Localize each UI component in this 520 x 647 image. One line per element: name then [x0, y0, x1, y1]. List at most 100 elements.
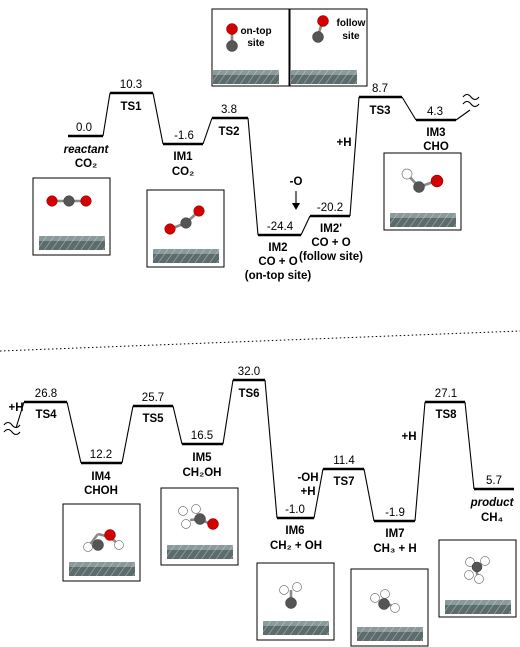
- label-im3: IM3: [426, 127, 445, 139]
- section-divider: [0, 330, 520, 352]
- break-mark-top: [462, 93, 480, 101]
- hydrogen-atom: [279, 585, 289, 595]
- inset-im3: [383, 152, 462, 231]
- annotation-minus-oh: -OH: [297, 472, 318, 484]
- sub-im2p: CO + O: [311, 237, 350, 249]
- inset-im7: [350, 568, 429, 647]
- hydrogen-atom: [464, 570, 474, 580]
- oxygen-atom: [207, 518, 219, 530]
- sub2-im2p: (follow site): [299, 251, 363, 263]
- oxygen-atom: [430, 174, 444, 188]
- bottom-pathway: [3, 378, 514, 523]
- top-pathway: [68, 91, 480, 237]
- label-im7: IM7: [385, 528, 404, 540]
- annotation-minus-o: -O: [290, 176, 303, 188]
- on-top-site-label-1: on-top: [240, 26, 271, 37]
- inset-im4: [62, 503, 141, 582]
- hydrogen-atom: [465, 557, 475, 567]
- carbon-atom: [312, 31, 324, 43]
- on-top-site-label-2: site: [247, 38, 265, 49]
- oxygen-atom: [164, 223, 176, 235]
- sub2-im2: (on-top site): [245, 270, 312, 282]
- break-mark-bottom: [3, 421, 21, 429]
- carbon-atom: [471, 561, 483, 573]
- inset-im5: [160, 487, 239, 566]
- annotation-plus-h-3: +H: [300, 486, 315, 498]
- value-im2: -24.4: [267, 221, 294, 233]
- hydrogen-atom: [181, 519, 191, 529]
- hydrogen-atom: [292, 582, 302, 592]
- carbon-atom: [285, 597, 297, 609]
- label-ts5: TS5: [142, 413, 164, 425]
- hydrogen-atom: [370, 593, 380, 603]
- carbon-atom: [226, 40, 238, 52]
- hydrogen-atom: [480, 556, 490, 566]
- value-ts4: 26.8: [35, 388, 57, 400]
- hydrogen-atom: [380, 589, 390, 599]
- inset-follow-site: follow site: [289, 8, 368, 87]
- sub-product: CH₄: [481, 512, 503, 524]
- carbon-atom: [194, 513, 206, 525]
- label-ts6: TS6: [238, 388, 259, 400]
- value-ts2: 3.8: [221, 104, 237, 116]
- hydrogen-atom: [178, 506, 188, 516]
- label-im1: IM1: [173, 151, 193, 163]
- label-im4: IM4: [91, 471, 111, 483]
- annotation-plus-h-2: +H: [8, 402, 23, 414]
- inset-im1: [146, 189, 225, 268]
- sub-im3: CHO: [423, 141, 449, 153]
- label-product: product: [470, 497, 515, 509]
- label-im2p: IM2': [320, 223, 342, 235]
- follow-site-label-1: follow: [337, 18, 366, 29]
- value-product: 5.7: [486, 475, 502, 487]
- sub-im6: CH₂ + OH: [270, 540, 322, 552]
- label-ts4: TS4: [35, 409, 57, 421]
- oxygen-atom: [317, 15, 329, 27]
- hydrogen-atom: [401, 168, 413, 180]
- label-ts1: TS1: [120, 101, 142, 113]
- carbon-atom: [413, 181, 425, 193]
- inset-im6: [256, 562, 335, 641]
- hydrogen-atom: [191, 504, 201, 514]
- value-ts7: 11.4: [333, 455, 355, 467]
- sub-im5: CH₂OH: [183, 467, 222, 479]
- label-ts8: TS8: [435, 409, 457, 421]
- oxygen-atom: [104, 529, 116, 541]
- value-im5: 16.5: [191, 430, 213, 442]
- top-labels: 0.0 reactant CO₂ 10.3 TS1 -1.6 IM1 CO₂ 3…: [64, 79, 449, 282]
- label-reactant: reactant: [64, 144, 110, 156]
- value-reactant: 0.0: [76, 122, 92, 134]
- value-ts1: 10.3: [120, 79, 142, 91]
- oxygen-atom: [226, 23, 238, 35]
- sub-im1: CO₂: [172, 166, 194, 178]
- annotation-plus-h-4: +H: [401, 431, 416, 443]
- hydrogen-atom: [474, 574, 484, 584]
- value-im1: -1.6: [174, 130, 194, 142]
- value-im6: -1.0: [285, 504, 305, 516]
- sub-im4: CHOH: [84, 485, 118, 497]
- carbon-atom: [180, 217, 192, 229]
- value-ts6: 32.0: [238, 366, 260, 378]
- oxygen-atom: [46, 195, 58, 207]
- label-im2: IM2: [268, 242, 287, 254]
- label-im5: IM5: [192, 452, 212, 464]
- annotation-plus-h-1: +H: [336, 137, 351, 149]
- follow-site-label-2: site: [342, 31, 360, 42]
- carbon-atom: [378, 598, 390, 610]
- hydrogen-atom: [83, 542, 93, 552]
- label-ts7: TS7: [333, 476, 354, 488]
- label-im6: IM6: [285, 525, 304, 537]
- sub-im2: CO + O: [258, 256, 297, 268]
- oxygen-atom: [193, 205, 205, 217]
- carbon-atom: [92, 539, 104, 551]
- oxygen-atom: [80, 195, 92, 207]
- inset-reactant: [32, 177, 111, 256]
- hydrogen-atom: [114, 540, 124, 550]
- value-im2p: -20.2: [317, 202, 343, 214]
- label-ts3: TS3: [369, 105, 390, 117]
- value-im3: 4.3: [427, 106, 443, 118]
- sub-reactant: CO₂: [75, 158, 97, 170]
- value-ts3: 8.7: [372, 83, 388, 95]
